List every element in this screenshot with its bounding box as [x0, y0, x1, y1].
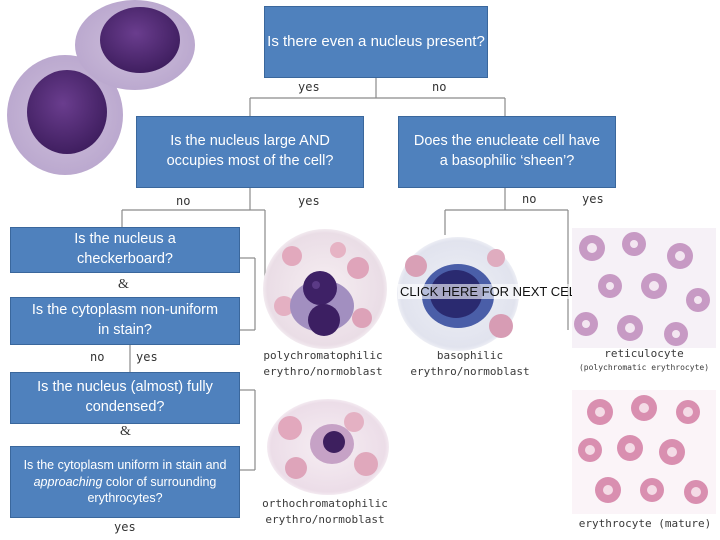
basophilic-caption: basophilic erythro/normoblast: [410, 349, 530, 378]
cytoplasm-nonuniform-question-box: Is the cytoplasm non-uniform in stain?: [10, 297, 240, 345]
erythrocyte-caption: erythrocyte (mature): [578, 517, 712, 530]
cytoplasm-nonuniform-question-text: Is the cytoplasm non-uniform in stain?: [31, 302, 219, 338]
answer-yes-label: yes: [136, 350, 158, 364]
answer-yes-label: yes: [298, 80, 320, 94]
basophilic-sheen-question-box: Does the enucleate cell have a basophili…: [398, 116, 616, 188]
binucleate-cell-image: [7, 0, 195, 175]
answer-no-label: no: [90, 350, 105, 364]
reticulocyte-caption: reticulocyte (polychromatic erythrocyte): [578, 347, 710, 372]
answer-no-label: no: [522, 192, 537, 206]
large-nucleus-question-box: Is the nucleus large AND occupies most o…: [136, 116, 364, 188]
answer-yes-label: yes: [582, 192, 604, 206]
next-cell-link[interactable]: CLICK HERE FOR NEXT CELL: [398, 284, 586, 299]
answer-no-label: no: [432, 80, 447, 94]
polychromatophilic-caption: polychromatophilic erythro/normoblast: [263, 349, 383, 378]
erythrocyte-image: [572, 390, 716, 514]
and-label: &: [118, 277, 129, 292]
answer-no-label: no: [176, 194, 191, 208]
answer-yes-label: yes: [114, 520, 136, 534]
answer-yes-label: yes: [298, 194, 320, 208]
polychromatophilic-cell-image: [263, 229, 387, 349]
nucleus-present-question-box: Is there even a nucleus present?: [264, 6, 488, 78]
nucleus-present-question-text: Is there even a nucleus present?: [267, 32, 485, 50]
and-label: &: [120, 424, 131, 439]
nucleus-condensed-question-text: Is the nucleus (almost) fully condensed?: [37, 379, 213, 415]
orthochromatophilic-cell-image: [267, 399, 389, 495]
reticulocyte-image: [572, 228, 716, 348]
nucleus-condensed-question-box: Is the nucleus (almost) fully condensed?: [10, 372, 240, 424]
checkerboard-question-box: Is the nucleus a checkerboard?: [10, 227, 240, 273]
cytoplasm-uniform-question-box: Is the cytoplasm uniform in stain and ap…: [10, 446, 240, 518]
large-nucleus-question-text: Is the nucleus large AND occupies most o…: [166, 133, 334, 169]
checkerboard-question-text: Is the nucleus a checkerboard?: [74, 231, 176, 267]
basophilic-sheen-question-text: Does the enucleate cell have a basophili…: [413, 133, 601, 169]
orthochromatophilic-caption: orthochromatophilic erythro/normoblast: [262, 497, 388, 526]
cytoplasm-uniform-question-text: Is the cytoplasm uniform in stain and ap…: [23, 457, 227, 506]
